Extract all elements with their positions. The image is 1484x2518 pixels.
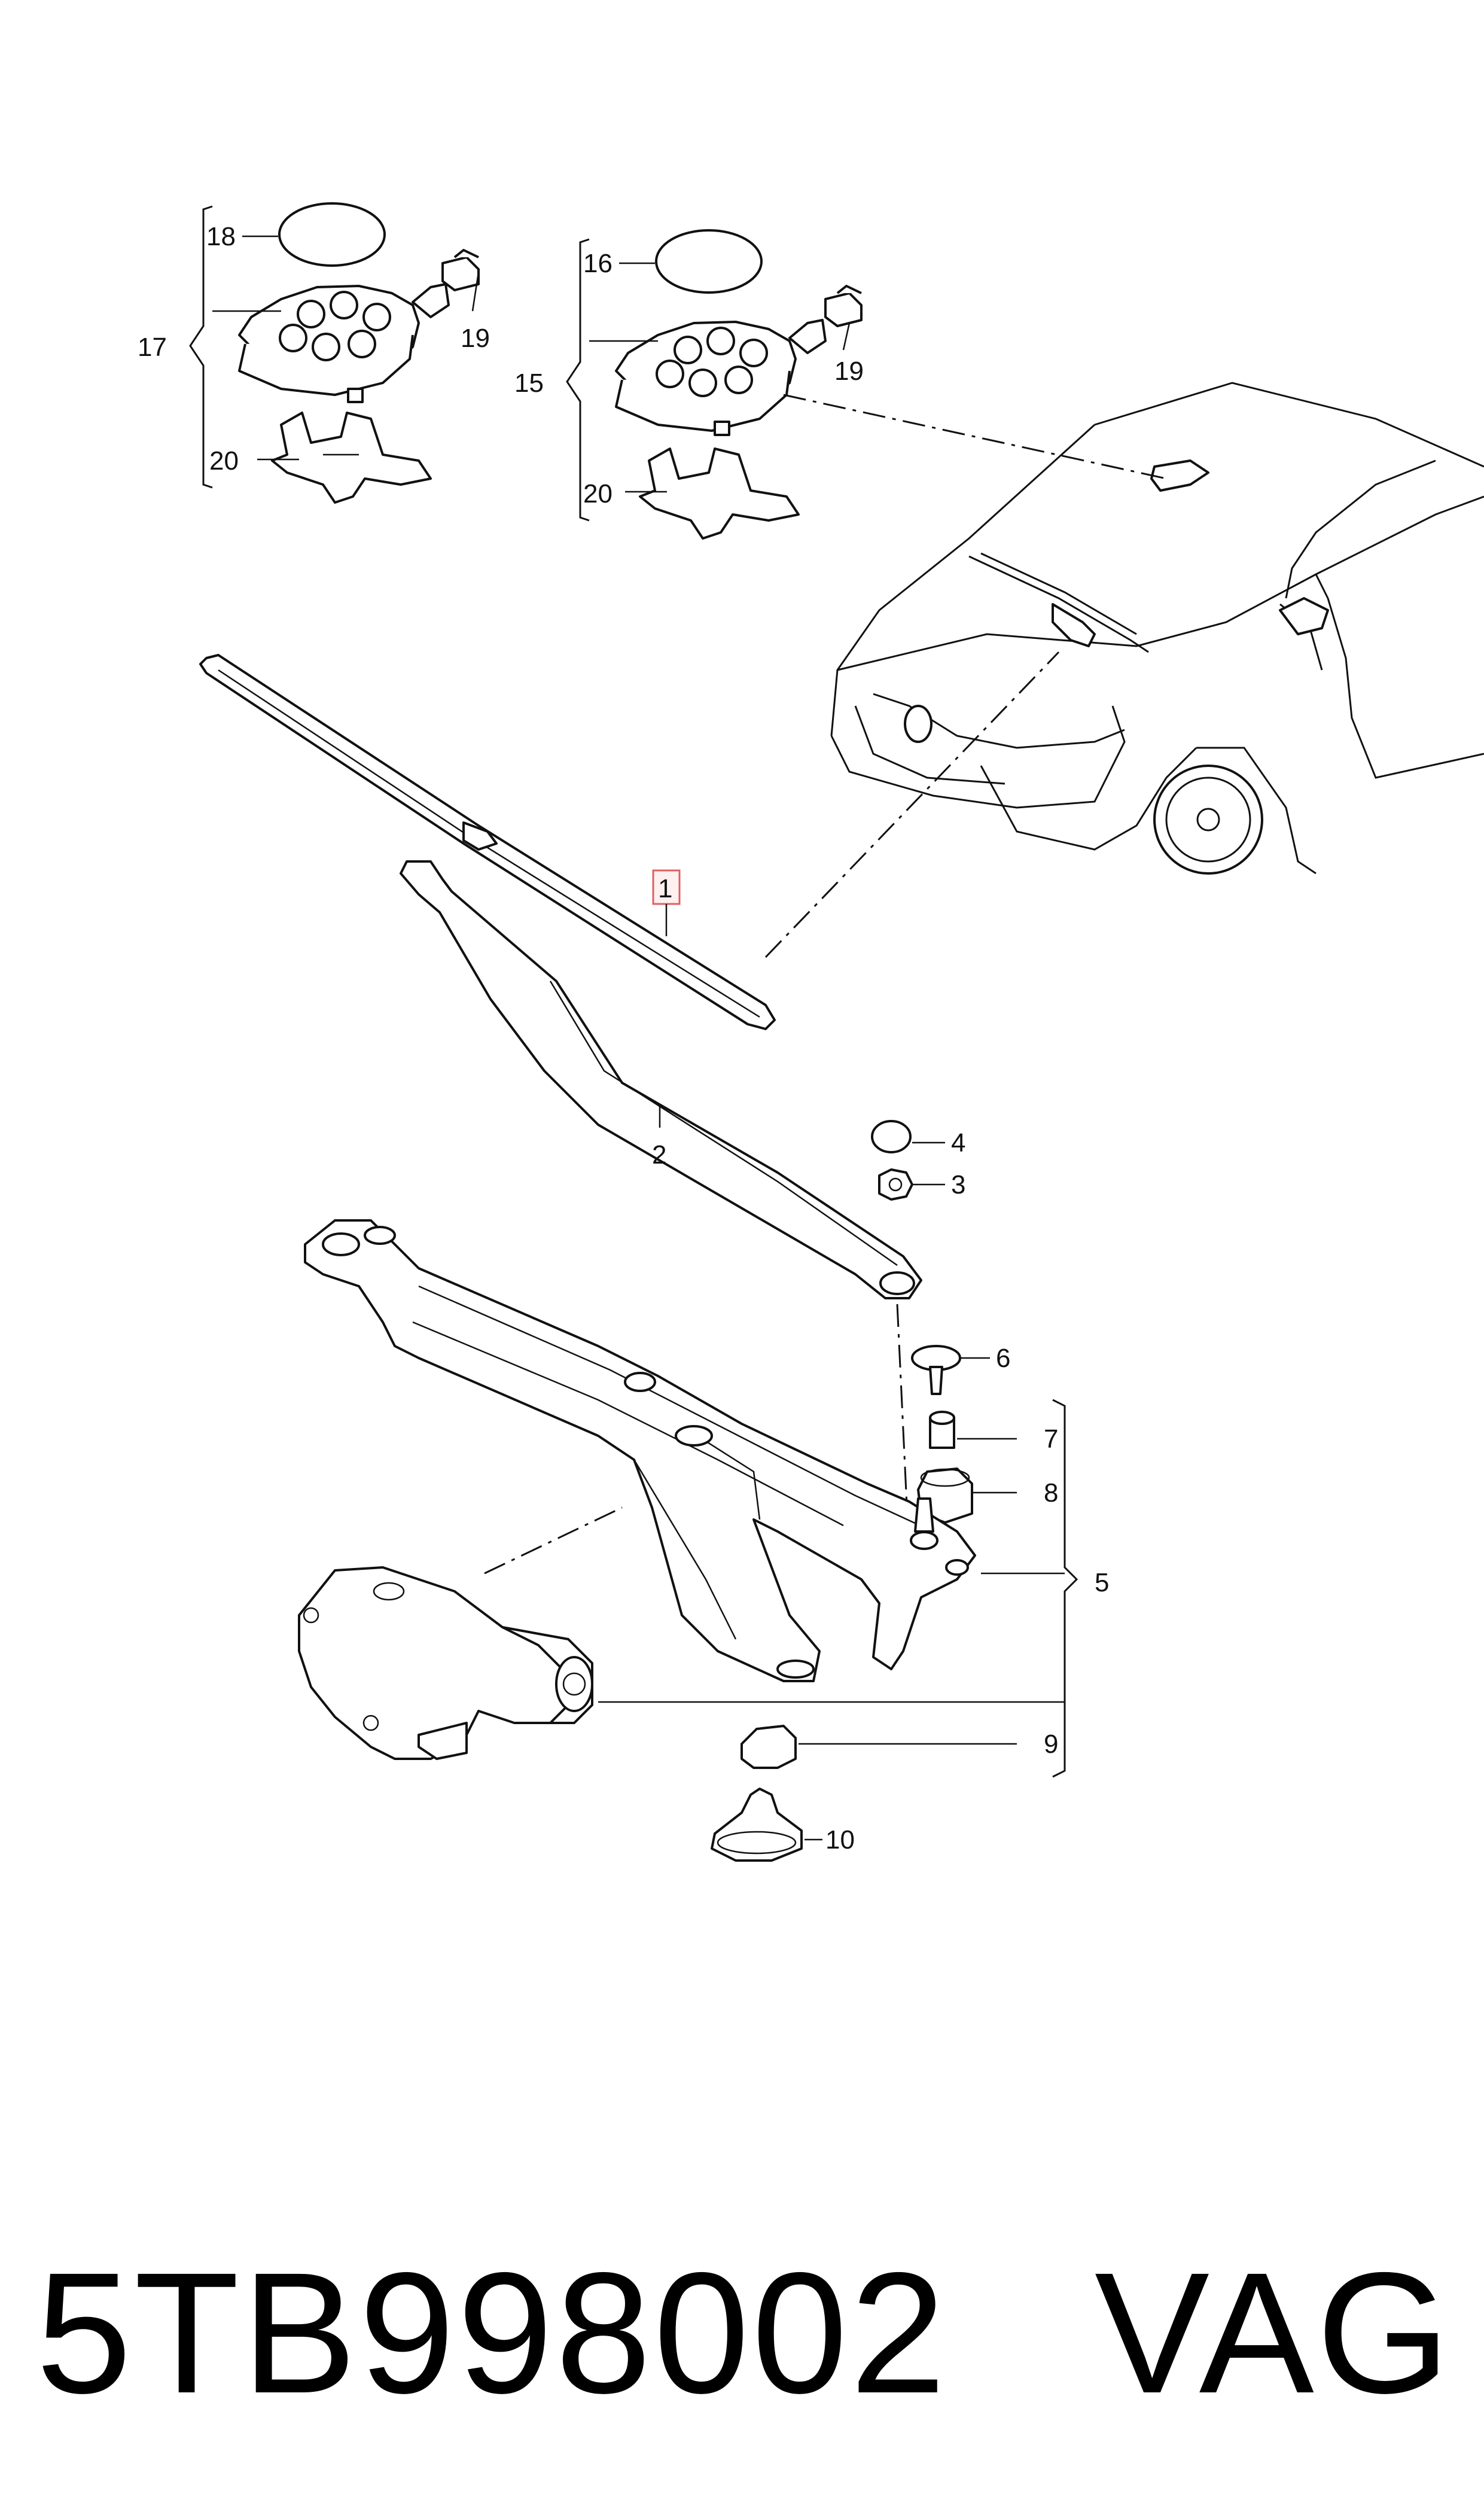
connector-19 (441, 249, 480, 291)
connector-19b (824, 285, 863, 327)
callout-19a: 19 (461, 324, 490, 353)
leader-wiper-to-car (764, 651, 1060, 958)
callout-4: 4 (951, 1128, 965, 1158)
callout-15: 15 (514, 369, 544, 398)
grommet-9 (741, 1725, 797, 1769)
part-number: 5TB998002 (36, 2237, 949, 2429)
gasket-16 (655, 229, 763, 294)
callout-1-highlight (652, 869, 681, 905)
car-front-illustration (830, 382, 1484, 875)
wiper-motor (298, 1566, 593, 1760)
brand-label: VAG (1095, 2237, 1453, 2429)
callout-3: 3 (951, 1170, 965, 1199)
callout-10: 10 (825, 1825, 855, 1855)
wiper-arm-2 (400, 860, 922, 1299)
leader-sensor-to-car (783, 394, 1167, 480)
bump-stop-10 (711, 1788, 803, 1862)
callout-1: 1 (658, 874, 672, 903)
rain-sensor-15 (615, 319, 827, 436)
bush-7 (929, 1411, 955, 1449)
callout-5: 5 (1095, 1568, 1109, 1597)
callout-19b: 19 (834, 357, 864, 386)
bracket-15 (566, 238, 590, 522)
mounting-clip-20 (271, 412, 432, 504)
callout-20b: 20 (583, 479, 613, 509)
bracket-5 (1052, 1399, 1078, 1778)
mounting-clip-20b (639, 447, 800, 540)
bracket-17 (189, 205, 213, 489)
callout-6: 6 (996, 1344, 1010, 1373)
rain-sensor-17 (238, 283, 450, 403)
leader-motor-to-linkage (484, 1506, 623, 1575)
callout-9: 9 (1044, 1730, 1058, 1759)
callout-2: 2 (652, 1140, 666, 1170)
screw-6 (911, 1345, 961, 1395)
gasket-18 (278, 202, 386, 267)
callout-17: 17 (138, 333, 167, 362)
callout-8: 8 (1044, 1478, 1058, 1508)
callout-20a: 20 (209, 446, 239, 476)
callout-7: 7 (1044, 1424, 1058, 1454)
callout-18: 18 (206, 222, 236, 251)
wiper-blade-1 (199, 654, 776, 1030)
nut-3 (878, 1168, 913, 1201)
rain-sensor-group-15 (566, 229, 863, 540)
wiper-linkage-5 (304, 1219, 976, 1682)
cap-4 (871, 1120, 912, 1153)
rain-sensor-group-17 (189, 202, 480, 504)
callout-16: 16 (583, 249, 613, 278)
